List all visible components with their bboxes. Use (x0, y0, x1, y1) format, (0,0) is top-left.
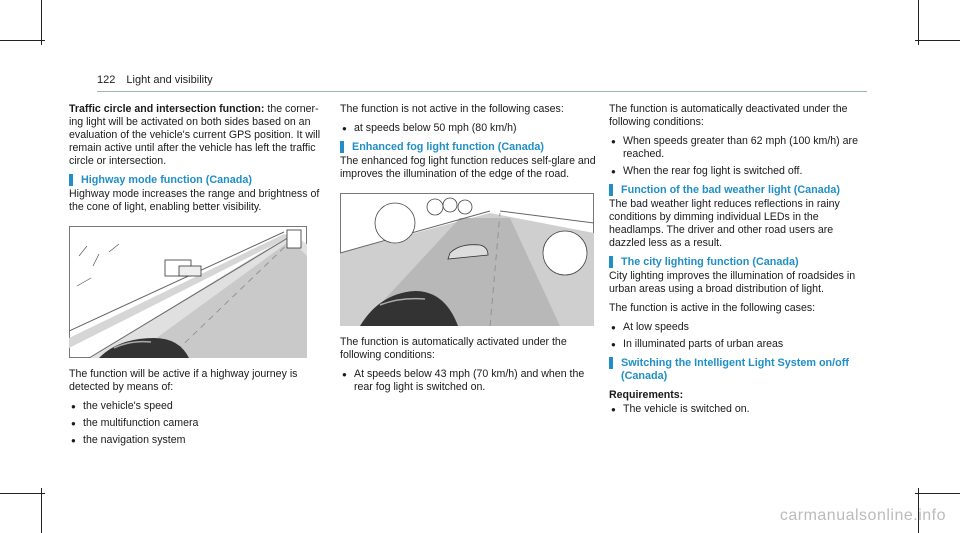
bullet-icon: ● (611, 137, 616, 146)
bullet-icon: ● (71, 436, 76, 445)
paragraph-highway: Highway mode increases the range and bri… (69, 188, 320, 213)
heading-bar (69, 174, 73, 186)
list-item-text: At low speeds (623, 321, 689, 333)
paragraph-traffic-circle: Traffic circle and intersection function… (69, 103, 324, 168)
list-item: ● the multifunction camera (69, 417, 324, 430)
heading-bar (340, 141, 344, 153)
crop-mark (0, 493, 45, 494)
traffic-circle-label: Traffic circle and intersection function… (69, 103, 265, 115)
page-number: 122 (97, 74, 116, 86)
not-active-list: ● at speeds below 50 mph (80 km/h) (340, 122, 596, 135)
section-title: Light and visibility (126, 74, 213, 86)
list-item: ● the vehicle's speed (69, 400, 324, 413)
column-1: Traffic circle and intersection function… (69, 103, 324, 452)
list-item-text: The vehicle is switched on. (623, 403, 750, 415)
list-item-text: In illuminated parts of urban areas (623, 338, 784, 350)
fog-light-illustration (340, 193, 594, 326)
column-2: The function is not active in the follow… (340, 103, 596, 399)
heading-highway-mode: Highway mode function (Canada) (69, 174, 324, 187)
heading-bar (609, 184, 613, 196)
paragraph-deactivation: The function is automatically deactivate… (609, 103, 848, 128)
highway-conditions-list: ● the vehicle's speed ● the multifunction … (69, 400, 324, 447)
heading-text: Function of the bad weather light (Canad… (621, 184, 840, 196)
crop-mark (918, 0, 919, 45)
paragraph-city: City lighting improves the illumination … (609, 270, 856, 295)
requirements-list: ● The vehicle is switched on. (609, 403, 869, 416)
watermark: carmanualsonline.info (779, 507, 946, 524)
list-item: ● at speeds below 50 mph (80 km/h) (340, 122, 596, 135)
crop-mark (915, 40, 960, 41)
list-item: ● When the rear fog light is switched off… (609, 165, 869, 178)
heading-ils-switch: Switching the Intelligent Light System o… (609, 357, 869, 383)
requirements-label: Requirements: (609, 389, 684, 401)
list-item-text: When the rear fog light is switched off. (623, 165, 803, 177)
column-3: The function is automatically deactivate… (609, 103, 869, 421)
bullet-icon: ● (71, 402, 76, 411)
bullet-icon: ● (342, 370, 347, 379)
bullet-icon: ● (611, 340, 616, 349)
list-item: ● At speeds below 43 mph (70 km/h) and wh… (340, 368, 596, 394)
crop-mark (915, 493, 960, 494)
paragraph-fog: The enhanced fog light function reduces … (340, 155, 596, 180)
list-item: ● the navigation system (69, 434, 324, 447)
list-item-text: the navigation system (83, 434, 186, 446)
list-item-text: the multifunction camera (83, 417, 199, 429)
heading-city-lighting: The city lighting function (Canada) (609, 256, 869, 269)
list-item-text: When speeds greater than 62 mph (100 km/… (623, 135, 858, 160)
list-item: ● The vehicle is switched on. (609, 403, 869, 416)
fog-conditions-list: ● At speeds below 43 mph (70 km/h) and wh… (340, 368, 596, 394)
heading-text: Enhanced fog light function (Canada) (352, 141, 544, 153)
bullet-icon: ● (71, 419, 76, 428)
paragraph-fog-activation: The function is automatically activated … (340, 336, 567, 361)
heading-text: Highway mode function (Canada) (81, 174, 252, 186)
paragraph-not-active: The function is not active in the follow… (340, 103, 564, 115)
heading-bad-weather: Function of the bad weather light (Canad… (609, 184, 869, 197)
crop-mark (0, 40, 45, 41)
heading-fog-light: Enhanced fog light function (Canada) (340, 141, 596, 154)
bullet-icon: ● (611, 323, 616, 332)
list-item-text: At speeds below 43 mph (70 km/h) and whe… (354, 368, 585, 393)
list-item: ● In illuminated parts of urban areas (609, 338, 869, 351)
page-header: 122 Light and visibility (97, 74, 213, 86)
list-item-text: the vehicle's speed (83, 400, 173, 412)
bullet-icon: ● (611, 405, 616, 414)
heading-bar (609, 256, 613, 268)
heading-text: The city lighting function (Canada) (621, 256, 799, 268)
bullet-icon: ● (342, 124, 347, 133)
highway-illustration (69, 226, 307, 358)
crop-mark (41, 0, 42, 45)
list-item-text: at speeds below 50 mph (80 km/h) (354, 122, 517, 134)
header-rule (97, 91, 867, 92)
crop-mark (918, 488, 919, 533)
traffic-circle-text: the corner­ing light will be activated o… (69, 103, 321, 167)
paragraph-bad-weather: The bad weather light reduces reflection… (609, 198, 840, 249)
city-conditions-list: ● At low speeds ● In illuminated parts of … (609, 321, 869, 351)
deactivation-list: ● When speeds greater than 62 mph (100 km… (609, 135, 869, 178)
bullet-icon: ● (611, 167, 616, 176)
list-item: ● At low speeds (609, 321, 869, 334)
heading-text: Switching the Intelligent Light System o… (621, 357, 849, 382)
paragraph-city-active: The function is active in the following … (609, 302, 816, 314)
list-item: ● When speeds greater than 62 mph (100 km… (609, 135, 869, 161)
heading-bar (609, 357, 613, 369)
paragraph-highway-activation: The function will be active if a highway… (69, 368, 298, 393)
crop-mark (41, 488, 42, 533)
